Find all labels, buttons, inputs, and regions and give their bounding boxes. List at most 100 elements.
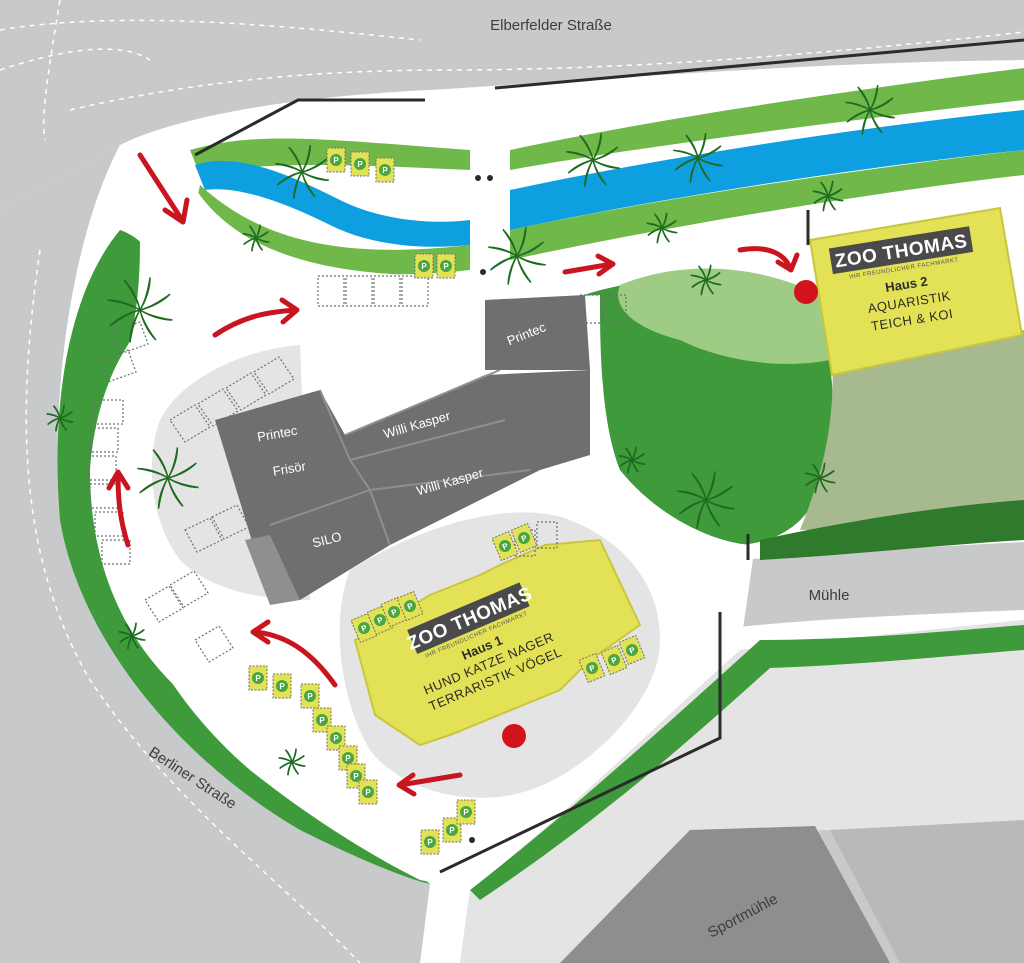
palm-tree-icon — [812, 180, 844, 212]
park-light-top — [618, 268, 830, 364]
parking-marker: P — [436, 253, 456, 279]
parking-symbol: P — [501, 541, 510, 552]
building-label-silo: SILO — [311, 529, 343, 551]
palm-tree-icon — [646, 212, 678, 244]
river-east — [510, 110, 1024, 230]
arrow-north-lot — [212, 297, 300, 338]
parking-marker: P — [312, 707, 332, 733]
stalls-printec — [579, 294, 627, 324]
bollard — [487, 175, 493, 181]
palm-tree-icon — [137, 447, 199, 509]
parking-symbol: P — [365, 788, 371, 797]
parking-marker: P — [420, 829, 440, 855]
parking-symbol: P — [427, 838, 433, 847]
parking-marker: P — [358, 779, 378, 805]
street-label-elberfelder: Elberfelder Straße — [490, 17, 612, 34]
lane-berliner — [25, 249, 361, 963]
parking-marker: P — [396, 590, 424, 622]
parking-marker: P — [414, 253, 434, 279]
arrow-to-haus2-1 — [562, 253, 616, 277]
parking-symbol: P — [406, 601, 415, 612]
parking-symbol: P — [376, 615, 385, 626]
lot-sportmuehle — [560, 826, 890, 963]
palm-tree-icon — [673, 133, 723, 183]
bollard — [480, 269, 486, 275]
river-west — [195, 160, 470, 247]
parking-marker: P — [272, 673, 292, 699]
parking-marker: P — [248, 665, 268, 691]
park-dark-edge — [760, 500, 1024, 560]
road-elberfelder — [0, 0, 1024, 210]
stalls-north — [317, 275, 429, 307]
parking-marker: P — [375, 157, 395, 183]
parking-marker: P — [350, 151, 370, 177]
grass-southeast-strip — [470, 625, 1024, 900]
haus-2-title: Haus 2 — [884, 274, 928, 295]
parking-symbol: P — [357, 160, 363, 169]
walls — [194, 38, 1024, 874]
arrow-southwest — [250, 619, 338, 688]
parking-symbol: P — [353, 772, 359, 781]
parking-symbol: P — [360, 623, 369, 634]
bollards — [469, 175, 493, 843]
grass — [57, 68, 1024, 900]
parking-symbol: P — [628, 645, 637, 656]
palm-tree-icon — [566, 133, 620, 187]
palm-tree-icon — [488, 227, 546, 285]
parking-symbol: P — [345, 754, 351, 763]
direction-arrows — [106, 152, 800, 797]
haus-1-brand-box — [407, 582, 530, 654]
buildings — [215, 295, 590, 605]
building-label-frisor: Frisör — [272, 458, 308, 479]
parking-symbol: P — [307, 692, 313, 701]
parking-symbol: P — [390, 607, 399, 618]
parking-marker: P — [326, 725, 346, 751]
parking-symbol: P — [463, 808, 469, 817]
building-stairs — [245, 535, 300, 605]
bollard — [469, 837, 475, 843]
arrow-south-entry — [396, 772, 463, 797]
parking-symbol: P — [319, 716, 325, 725]
parking-symbol: P — [588, 663, 597, 674]
wall-south-1 — [439, 612, 722, 874]
grass-east-top — [510, 68, 1024, 170]
palm-tree-icon — [118, 622, 146, 650]
lane-left-vertical — [42, 0, 61, 141]
park-gray-green — [800, 330, 1024, 530]
stalls-southwest — [144, 570, 234, 663]
store-haus-1[interactable] — [353, 538, 642, 747]
ground-areas — [460, 620, 1024, 963]
haus-1-building — [353, 538, 642, 747]
lane-elberfelder-3 — [0, 48, 151, 71]
parking-symbol: P — [443, 262, 449, 271]
arrow-west-up — [106, 469, 131, 548]
haus-2-brand-box — [828, 226, 974, 275]
parking-symbol: P — [279, 682, 285, 691]
entrance-haus-2[interactable] — [794, 280, 818, 304]
parking-symbol: P — [333, 156, 339, 165]
palm-tree-icon — [690, 264, 722, 296]
building-outlines — [269, 369, 531, 546]
parking-marker: P — [456, 799, 476, 825]
arrow-entry — [137, 152, 190, 225]
parking-symbol: P — [333, 734, 339, 743]
ground-south — [460, 620, 1024, 963]
grass-east-bottom — [510, 150, 1024, 260]
dark-lot — [560, 820, 1024, 963]
lane-elberfelder-1 — [0, 19, 421, 41]
wall-north-1 — [194, 98, 425, 157]
bollard — [475, 175, 481, 181]
palm-trees — [46, 85, 895, 776]
lane-elberfelder-2 — [69, 31, 1024, 111]
palm-tree-icon — [46, 404, 74, 432]
parking-symbol: P — [382, 166, 388, 175]
building-label-printec: Printec — [256, 423, 299, 445]
palm-tree-icon — [275, 145, 329, 199]
palm-tree-icon — [107, 277, 173, 343]
entrance-haus-1[interactable] — [502, 724, 526, 748]
palm-tree-icon — [677, 471, 735, 529]
parking-symbol: P — [255, 674, 261, 683]
parking-marker: P — [600, 644, 628, 676]
